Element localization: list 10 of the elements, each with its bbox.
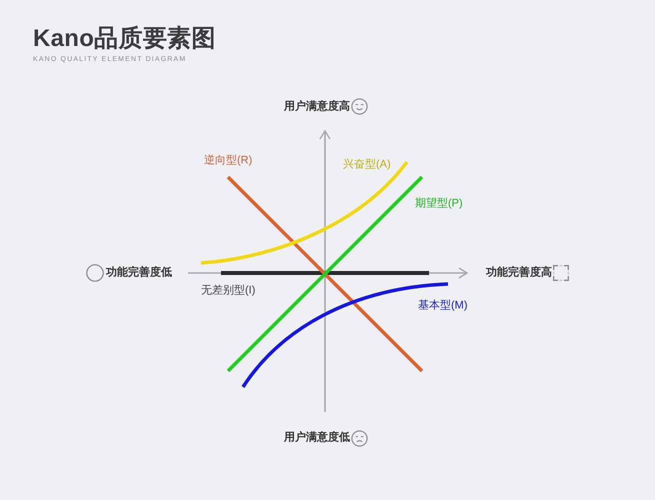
curve-label: 兴奋型(A) xyxy=(343,158,391,172)
curve-label: 逆向型(R) xyxy=(204,154,252,168)
axis-label: 用户满意度高 xyxy=(284,100,350,114)
title: Kano品质要素图 xyxy=(33,25,216,53)
axis-label: 功能完善度高 xyxy=(486,266,552,280)
curve-label: 期望型(P) xyxy=(415,198,463,210)
axis-label: 用户满意度低 xyxy=(284,432,350,444)
curve-label: 基本型(M) xyxy=(418,300,468,312)
curve-label: 无差别型(I) xyxy=(201,284,256,298)
axis-label: 功能完善度低 xyxy=(106,266,172,280)
